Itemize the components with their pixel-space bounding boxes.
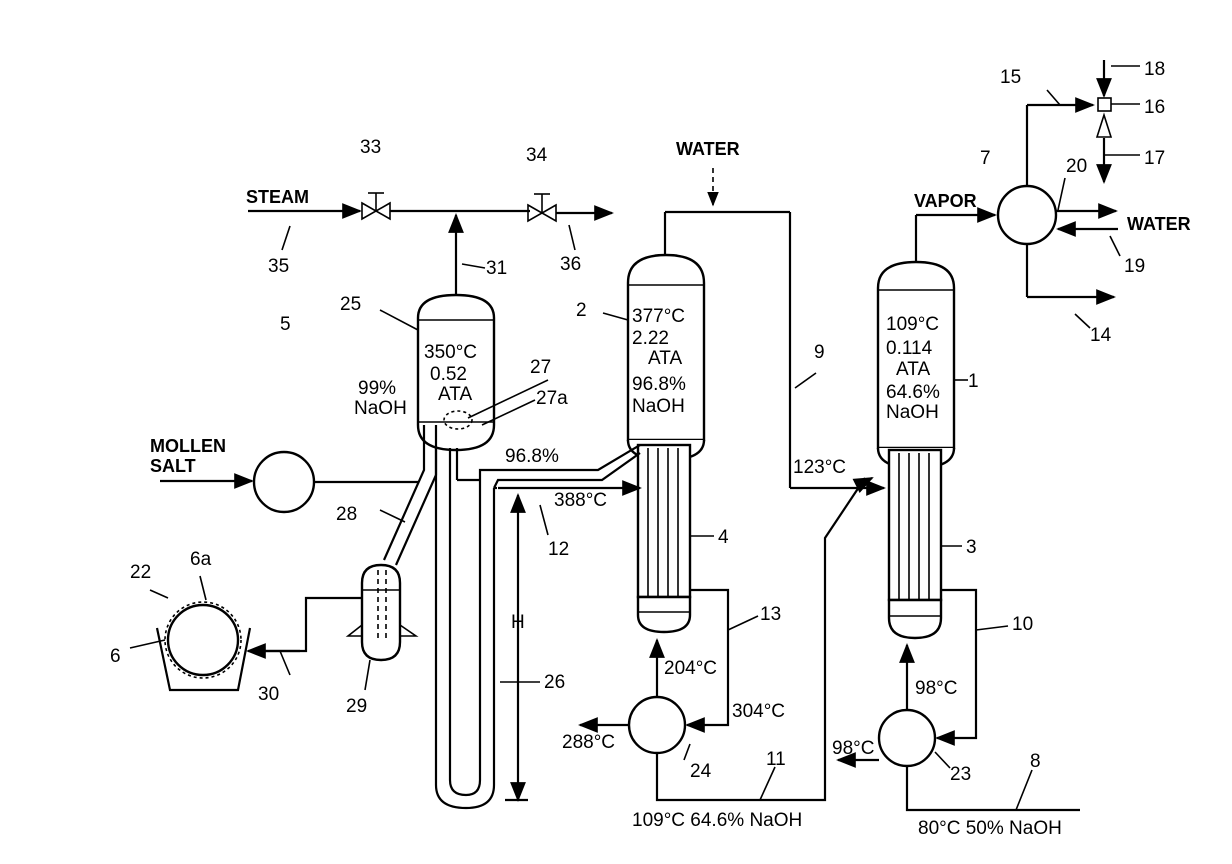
ref-14: 14: [1090, 325, 1112, 346]
column-2-temp: 377°C: [632, 306, 685, 327]
steam-label: STEAM: [246, 187, 309, 207]
drum-6: [157, 602, 300, 690]
ref-9: 9: [814, 342, 825, 363]
column-1-pressure: 0.114: [886, 338, 933, 359]
stream-388: 388°C: [554, 490, 607, 511]
mollen-salt-label-1: MOLLEN: [150, 436, 226, 456]
stream-98-up: 98°C: [915, 678, 957, 699]
ref-27a: 27a: [536, 388, 568, 409]
water-out-label: WATER: [1127, 214, 1191, 234]
ref-13: 13: [760, 604, 781, 625]
ref-10: 10: [1012, 614, 1033, 635]
ref-16: 16: [1144, 97, 1165, 118]
ref-33: 33: [360, 137, 381, 158]
ref-1: 1: [968, 371, 979, 392]
exchanger-3: [889, 450, 941, 638]
ref-26: 26: [544, 672, 565, 693]
column-1-conc: 64.6%: [886, 382, 940, 403]
ref-36: 36: [560, 254, 581, 275]
mollen-salt-label-2: SALT: [150, 456, 196, 476]
exchanger-4: [638, 445, 690, 632]
column-2-conc-unit: NaOH: [632, 396, 685, 417]
vessel-5: [160, 452, 418, 512]
ref-29: 29: [346, 696, 367, 717]
vapor-label: VAPOR: [914, 191, 977, 211]
stream-96-8: 96.8%: [505, 446, 559, 467]
column-1-unit: ATA: [896, 359, 930, 380]
vessel-25-unit: ATA: [438, 384, 472, 405]
stream-123: 123°C: [793, 457, 846, 478]
stream-80-feed: 80°C 50% NaOH: [918, 818, 1062, 839]
height-dimension: [505, 495, 528, 800]
ref-24: 24: [690, 761, 712, 782]
water-feed-label: WATER: [676, 139, 740, 159]
ref-18: 18: [1144, 59, 1165, 80]
ref-30: 30: [258, 684, 279, 705]
vessel-25-temp: 350°C: [424, 342, 477, 363]
steam-line: [248, 193, 612, 300]
ref-8: 8: [1030, 751, 1041, 772]
ref-3: 3: [966, 537, 977, 558]
ref-20: 20: [1066, 156, 1087, 177]
ref-17: 17: [1144, 148, 1165, 169]
ref-22: 22: [130, 562, 151, 583]
ref-7: 7: [980, 148, 991, 169]
ref-34: 34: [526, 145, 548, 166]
column-1-conc-unit: NaOH: [886, 402, 939, 423]
height-label: H: [511, 612, 525, 633]
ref-4: 4: [718, 527, 729, 548]
line-28: [384, 425, 436, 565]
stream-204: 204°C: [664, 658, 717, 679]
condenser-7: [998, 105, 1118, 297]
vessel-25-conc-unit: NaOH: [354, 398, 407, 419]
ref-35: 35: [268, 256, 289, 277]
ref-5: 5: [280, 314, 291, 335]
column-2-pressure: 2.22: [632, 328, 669, 349]
ejector-16: [1097, 60, 1111, 182]
vessel-25-pressure: 0.52: [430, 364, 467, 385]
valve-34-icon[interactable]: [528, 194, 556, 221]
ref-27: 27: [530, 357, 551, 378]
ref-23: 23: [950, 764, 971, 785]
stream-98-out: 98°C: [832, 738, 874, 759]
column-1-temp: 109°C: [886, 314, 939, 335]
ref-11: 11: [766, 749, 786, 770]
column-2-unit: ATA: [648, 348, 682, 369]
ref-28: 28: [336, 504, 357, 525]
stream-109-feed: 109°C 64.6% NaOH: [632, 810, 802, 831]
ref-6: 6: [110, 646, 121, 667]
ref-15: 15: [1000, 67, 1021, 88]
stream-304: 304°C: [732, 701, 785, 722]
column-2-conc: 96.8%: [632, 374, 686, 395]
stream-288: 288°C: [562, 732, 615, 753]
ref-12: 12: [548, 539, 569, 560]
u-tube-26: [436, 445, 640, 808]
valve-33-icon[interactable]: [362, 193, 390, 219]
separator-29: [250, 565, 416, 660]
ref-31: 31: [486, 258, 507, 279]
vessel-25-conc: 99%: [358, 378, 396, 399]
ref-2: 2: [576, 300, 587, 321]
ref-6a: 6a: [190, 549, 212, 570]
ref-25: 25: [340, 294, 361, 315]
ref-19: 19: [1124, 256, 1145, 277]
